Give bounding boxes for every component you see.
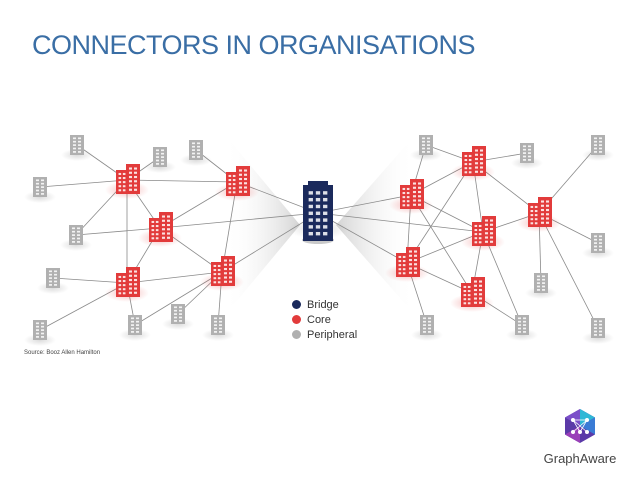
- peripheral-node-rp6: [411, 315, 443, 341]
- peripheral-node-lp6: [37, 268, 69, 294]
- core-node-r4: [461, 216, 505, 251]
- hexagon-graph-logo-icon: [565, 409, 595, 443]
- legend-item-peripheral: Peripheral: [292, 327, 357, 342]
- core-node-l4: [105, 267, 149, 302]
- legend: Bridge Core Peripheral: [292, 297, 357, 342]
- peripheral-node-lp7: [24, 320, 56, 346]
- core-node-l2: [215, 166, 259, 201]
- peripheral-node-rp1: [410, 135, 442, 161]
- core-node-l1: [105, 164, 149, 199]
- edge-B-R2: [317, 194, 412, 214]
- legend-swatch-bridge: [292, 300, 301, 309]
- legend-swatch-core: [292, 315, 301, 324]
- edge-L4-LP6: [52, 277, 128, 284]
- core-node-r2: [389, 179, 433, 214]
- brand-block: GraphAware: [540, 408, 620, 466]
- peripheral-node-lp3: [180, 140, 212, 166]
- core-node-r5: [385, 247, 429, 282]
- edge-L4-L5: [126, 271, 223, 284]
- legend-swatch-peripheral: [292, 330, 301, 339]
- peripheral-node-rp5: [525, 273, 557, 299]
- core-node-r1: [451, 146, 495, 181]
- edge-L1-LP4: [39, 179, 128, 188]
- core-node-l5: [200, 256, 244, 291]
- brand-name: GraphAware: [543, 451, 617, 466]
- edge-R3-RP8: [538, 212, 599, 329]
- peripheral-node-rp3: [582, 135, 614, 161]
- core-node-r6: [450, 277, 494, 312]
- legend-label-bridge: Bridge: [307, 298, 339, 311]
- peripheral-node-lp2: [144, 147, 176, 173]
- legend-label-peripheral: Peripheral: [307, 328, 358, 341]
- bridge-node: [288, 181, 348, 244]
- page-title: CONNECTORS IN ORGANISATIONS: [32, 30, 476, 60]
- legend-item-core: Core: [292, 312, 357, 327]
- peripheral-node-rp2: [511, 143, 543, 169]
- peripheral-node-rp4: [582, 233, 614, 259]
- legend-label-core: Core: [307, 313, 331, 326]
- peripheral-node-lp9: [162, 304, 194, 330]
- source-note: Source: Booz Allen Hamilton: [24, 350, 101, 356]
- peripheral-node-lp5: [60, 225, 92, 251]
- peripheral-node-lp10: [202, 315, 234, 341]
- bridge-beam-right: [336, 135, 415, 315]
- peripheral-node-rp8: [582, 318, 614, 344]
- edge-B-L3: [159, 212, 319, 229]
- edge-L3-LP5: [75, 227, 161, 236]
- edge-L1-L2: [126, 179, 238, 183]
- core-node-l3: [138, 212, 182, 247]
- edge-B-R4: [317, 212, 484, 233]
- peripheral-node-lp1: [61, 135, 93, 161]
- peripheral-node-lp8: [119, 315, 151, 341]
- core-node-r3: [517, 197, 561, 232]
- peripheral-node-lp4: [24, 177, 56, 203]
- legend-item-bridge: Bridge: [292, 297, 357, 312]
- peripheral-node-rp7: [506, 315, 538, 341]
